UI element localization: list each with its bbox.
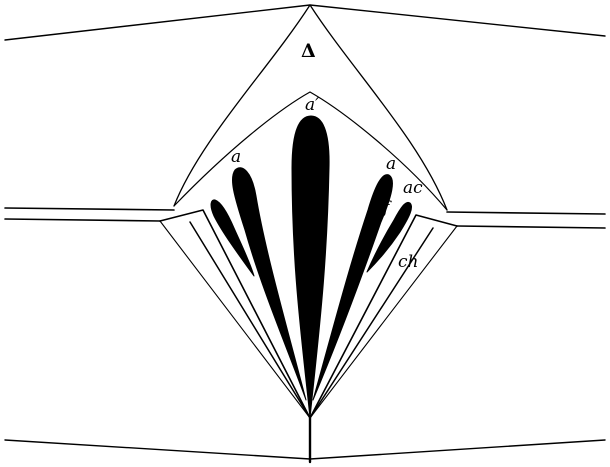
outer-v-right — [310, 226, 457, 418]
label-delta: Δ — [301, 40, 316, 62]
outer-v-left — [160, 221, 310, 418]
label-ch: ch — [398, 252, 418, 272]
label-f: f — [381, 198, 392, 218]
label-a-left: a — [231, 147, 241, 167]
bottom-boundary-line — [5, 440, 605, 459]
inner-v-left — [190, 222, 310, 418]
right-band-lower — [457, 226, 605, 228]
label-ac: ac — [403, 178, 423, 198]
label-a-right: a — [386, 154, 396, 174]
label-a-prime: a′ — [305, 95, 319, 115]
right-band-upper — [447, 212, 605, 214]
left-band-lower — [5, 219, 160, 221]
left-band-upper — [5, 208, 174, 210]
top-boundary-line — [5, 5, 605, 40]
